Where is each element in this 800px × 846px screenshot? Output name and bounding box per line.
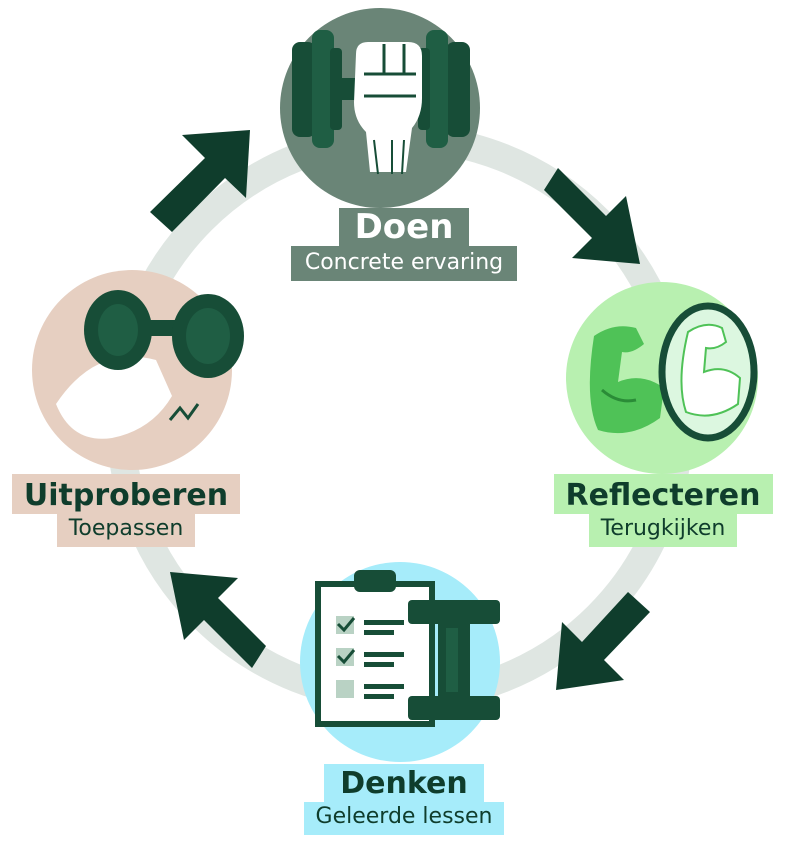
stage-denken-title: Denken	[324, 764, 484, 802]
stage-doen-label: Doen Concrete ervaring	[262, 208, 546, 281]
dumbbell-icon	[84, 290, 244, 378]
stage-denken-subtitle: Geleerde lessen	[303, 801, 505, 835]
arrow-top-right-icon	[544, 168, 640, 264]
fist-icon	[354, 42, 422, 175]
stage-doen-illustration	[280, 8, 480, 208]
strain-mark-icon	[168, 403, 200, 421]
stage-reflecteren-title: Reflecteren	[553, 474, 773, 514]
stage-reflecteren-subtitle: Terugkijken	[588, 513, 738, 547]
flexing-arm-icon	[589, 326, 664, 434]
stage-denken-illustration	[300, 562, 500, 762]
arrow-bottom-left-icon	[170, 572, 266, 668]
stage-reflecteren-label: Reflecteren Terugkijken	[541, 474, 785, 547]
stage-doen-subtitle: Concrete ervaring	[290, 245, 518, 281]
stage-uitproberen-title: Uitproberen	[11, 474, 241, 514]
mirror-icon	[658, 302, 758, 442]
stage-reflecteren-illustration	[566, 282, 758, 474]
standing-dumbbell-icon	[408, 600, 500, 720]
arm-icon	[56, 356, 172, 439]
stage-uitproberen-illustration	[32, 270, 244, 470]
arrow-top-left-icon	[150, 130, 250, 232]
stage-denken-label: Denken Geleerde lessen	[270, 764, 538, 835]
stage-uitproberen-subtitle: Toepassen	[56, 513, 196, 547]
arrow-bottom-right-icon	[556, 592, 650, 690]
stage-uitproberen-label: Uitproberen Toepassen	[4, 474, 248, 547]
stage-doen-title: Doen	[338, 208, 470, 246]
